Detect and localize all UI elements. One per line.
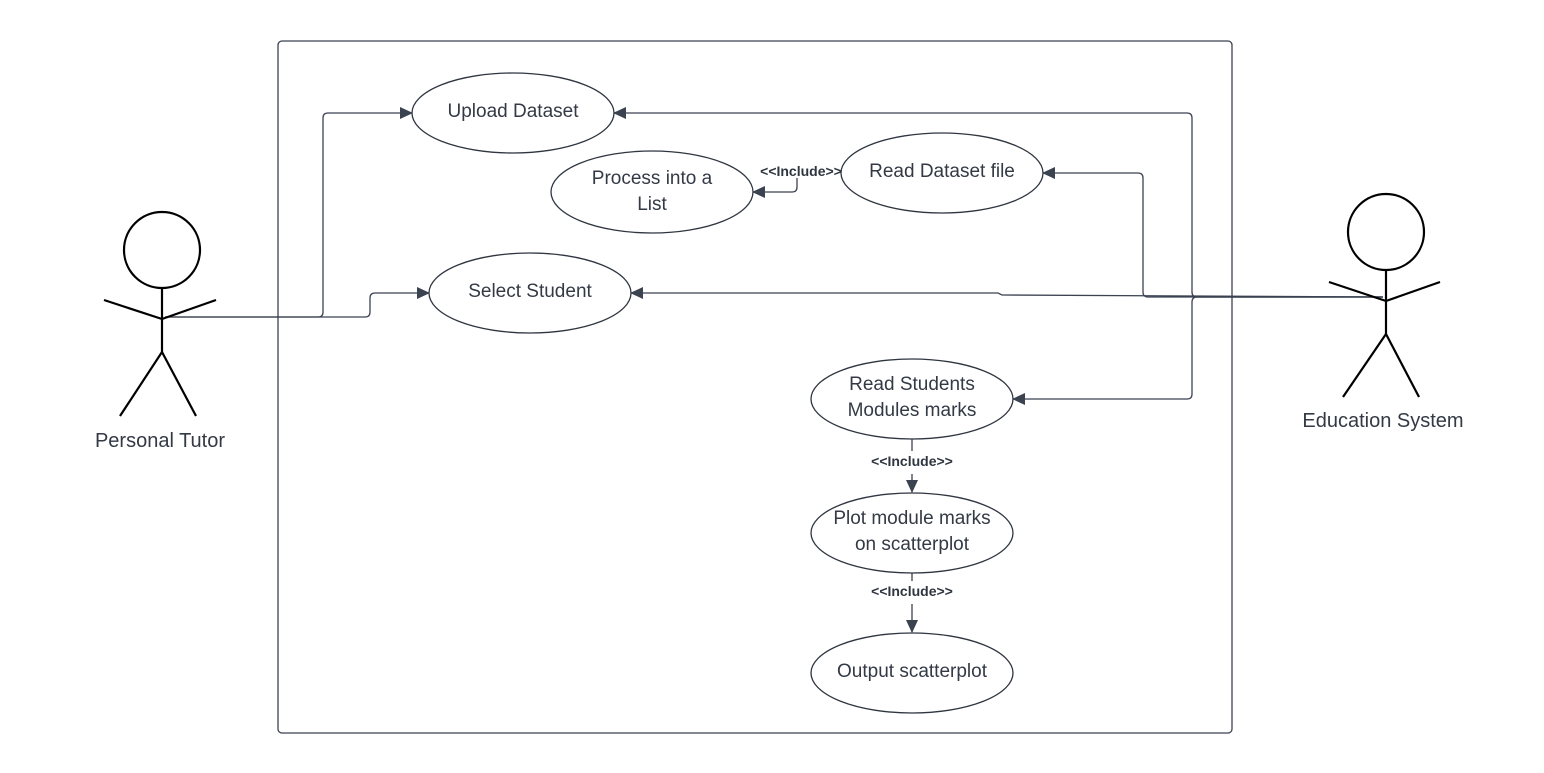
system-boundary <box>277 40 1233 734</box>
usecase-read-dataset-file-label: Read Dataset file <box>869 161 1015 182</box>
actor-education-system: Education System <box>1302 192 1464 432</box>
usecase-upload-dataset: Upload Dataset <box>411 72 615 154</box>
usecase-read-students-marks-line1: Read Students <box>849 374 975 395</box>
actor-personal-tutor-head <box>122 210 202 290</box>
usecase-read-students-marks: Read Students Modules marks <box>810 358 1014 440</box>
include-label-read-process: <<Include>> <box>760 163 842 179</box>
actor-education-system-label: Education System <box>1302 410 1463 432</box>
include-label-plot-output: <<Include>> <box>871 583 953 599</box>
usecase-read-dataset-file: Read Dataset file <box>840 132 1044 214</box>
usecase-output-scatterplot: Output scatterplot <box>810 632 1014 714</box>
usecase-read-students-marks-line2: Modules marks <box>848 400 977 421</box>
connector-system-readmarks <box>1012 296 1383 405</box>
usecase-select-student-label: Select Student <box>468 281 592 302</box>
usecase-output-scatterplot-label: Output scatterplot <box>837 661 988 682</box>
usecase-process-into-list-line2: List <box>637 194 667 215</box>
include-label-read-plot: <<Include>> <box>871 453 953 469</box>
actor-personal-tutor-label: Personal Tutor <box>95 430 225 452</box>
actor-personal-tutor: Personal Tutor <box>95 210 225 452</box>
connector-tutor-select <box>165 287 430 318</box>
connector-system-select <box>630 287 1384 299</box>
usecase-process-into-list-line1: Process into a <box>592 168 713 189</box>
usecase-select-student: Select Student <box>428 252 632 334</box>
usecase-plot-marks-line1: Plot module marks <box>833 508 990 529</box>
usecase-upload-dataset-label: Upload Dataset <box>448 101 580 122</box>
actor-education-system-head <box>1346 192 1426 272</box>
connector-include-read-process <box>752 178 798 198</box>
usecase-process-into-list: Process into a List <box>550 150 754 234</box>
usecase-plot-marks: Plot module marks on scatterplot <box>810 492 1014 574</box>
usecase-plot-marks-line2: on scatterplot <box>855 534 970 555</box>
connector-system-readfile <box>1042 167 1383 298</box>
connector-tutor-upload <box>165 107 413 318</box>
